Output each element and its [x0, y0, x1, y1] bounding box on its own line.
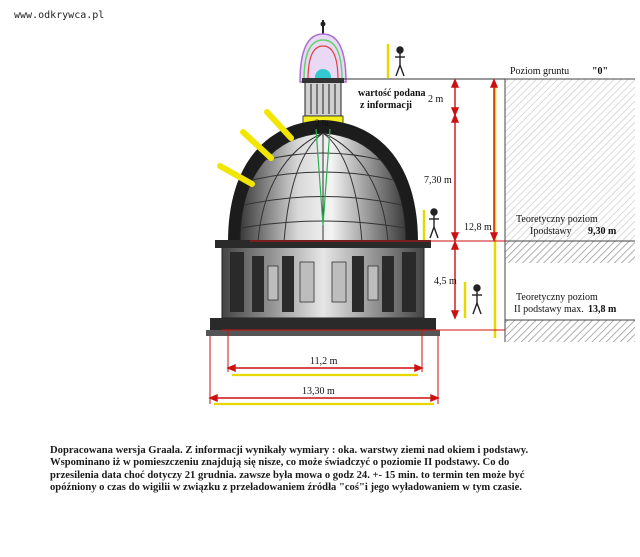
scale-rulers — [386, 44, 497, 338]
person-figure — [395, 46, 482, 315]
watermark-text: www.odkrywca.pl — [14, 10, 105, 21]
outer-width-label: 13,30 m — [302, 386, 335, 397]
caption-text: Dopracowana wersja Graala. Z informacji … — [50, 445, 610, 495]
theory1-line1: Teoretyczny poziom — [516, 214, 598, 225]
ground-hatching — [504, 78, 635, 342]
sun-rays — [217, 109, 294, 187]
given-value-label-line2: z informacji — [360, 100, 412, 111]
lantern-width-label: 2 m — [315, 118, 329, 128]
theory1-value: 9,30 m — [588, 226, 617, 237]
theory2-line1: Teoretyczny poziom — [516, 292, 598, 303]
theory2-line2: II podstawy max. — [514, 304, 584, 315]
drum-height-label: 4,5 m — [434, 276, 457, 287]
theory2-value: 13,8 m — [588, 304, 617, 315]
caption-line: opóźniony o czas do wigilii w związku z … — [50, 482, 522, 494]
dimension-lines — [208, 78, 505, 404]
dome-height-label: 7,30 m — [424, 175, 452, 186]
inner-width-label: 11,2 m — [310, 356, 338, 367]
total-depth-label: 12,8 m — [464, 222, 492, 233]
top-height-label: 2 m — [428, 94, 444, 105]
given-value-label-line1: wartość podana — [358, 88, 426, 99]
caption-line: Wspominano iż w pomieszczeniu znajdują s… — [50, 457, 510, 469]
caption-line: Dopracowana wersja Graala. Z informacji … — [50, 445, 529, 456]
ground-level-label: Poziom gruntu — [510, 66, 569, 77]
dome-building — [206, 20, 440, 336]
theory1-line2: Ipodstawy — [530, 226, 572, 237]
caption-line: przesilenia data choć dotyczy 21 grudnia… — [50, 469, 525, 481]
ground-level-value: "0" — [592, 66, 608, 77]
